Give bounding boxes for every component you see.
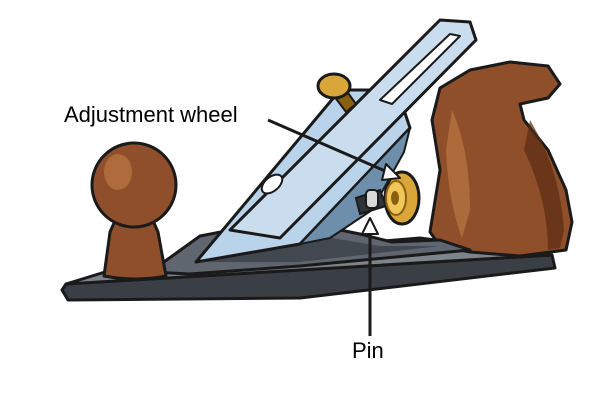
front-knob-highlight [104, 154, 132, 190]
pin-label: Pin [352, 338, 384, 363]
lateral-adjuster-knob [316, 72, 352, 100]
lever-cap-hole [260, 173, 284, 195]
front-knob [90, 141, 178, 229]
rear-handle-highlight [446, 110, 470, 238]
adjustment-wheel-hub [391, 191, 399, 205]
adjustment-wheel-leader [267, 118, 393, 176]
pin-arrowhead [361, 217, 379, 235]
pin [365, 189, 379, 209]
plane-iron-slot [379, 33, 461, 105]
adjustment-wheel-label: Adjustment wheel [64, 102, 238, 127]
rear-handle-shadow [524, 120, 564, 250]
adjustment-wheel-arrowhead [381, 163, 401, 181]
